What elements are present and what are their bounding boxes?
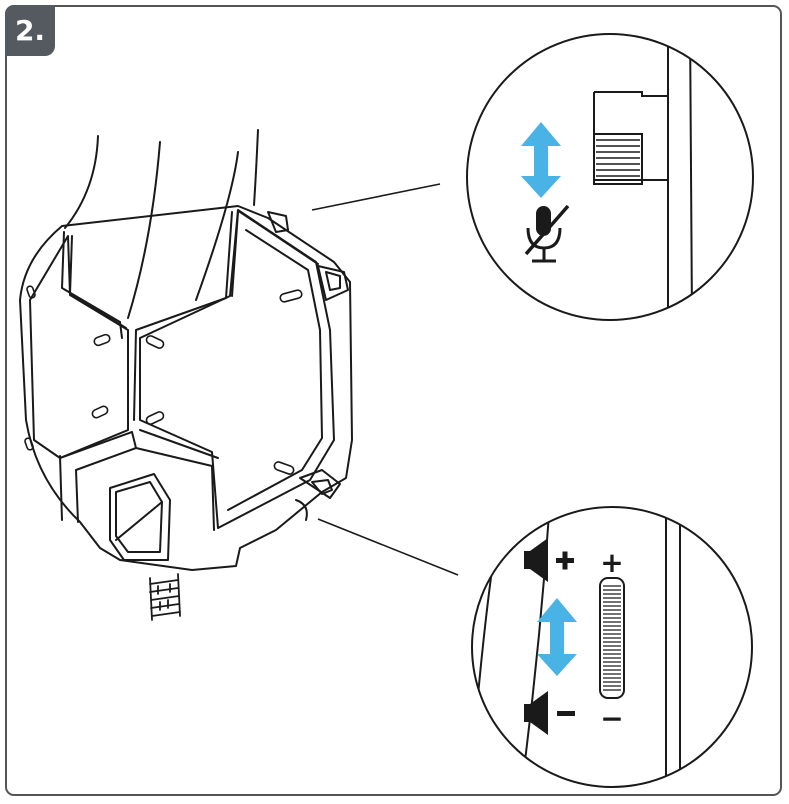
volume-plus-label: + bbox=[600, 546, 623, 579]
volume-callout-circle bbox=[471, 506, 753, 788]
mic-callout bbox=[593, 34, 693, 320]
speaker-plus-icon bbox=[524, 538, 574, 582]
mic-switch-knob bbox=[593, 133, 643, 181]
braided-cable bbox=[149, 573, 181, 621]
mic-switch-small bbox=[267, 211, 289, 233]
earcup-left-plate bbox=[29, 235, 129, 459]
volume-wheel bbox=[599, 577, 625, 699]
step-number-badge: 2. bbox=[5, 5, 55, 56]
volume-minus-label: − bbox=[600, 702, 623, 735]
earcup-right-plate bbox=[139, 209, 335, 529]
volume-callout bbox=[472, 507, 681, 787]
diagram-frame bbox=[5, 5, 782, 796]
headset bbox=[19, 129, 353, 621]
speaker-minus-icon bbox=[524, 691, 575, 735]
mic-callout-circle bbox=[466, 33, 754, 321]
double-arrow-vertical-icon bbox=[521, 122, 561, 198]
vent-slots bbox=[24, 285, 303, 475]
microphone-muted-icon bbox=[524, 204, 570, 263]
double-arrow-vertical-icon bbox=[537, 598, 577, 676]
cable-connector bbox=[109, 473, 171, 561]
callout-lines bbox=[311, 183, 459, 576]
headband bbox=[64, 129, 259, 319]
